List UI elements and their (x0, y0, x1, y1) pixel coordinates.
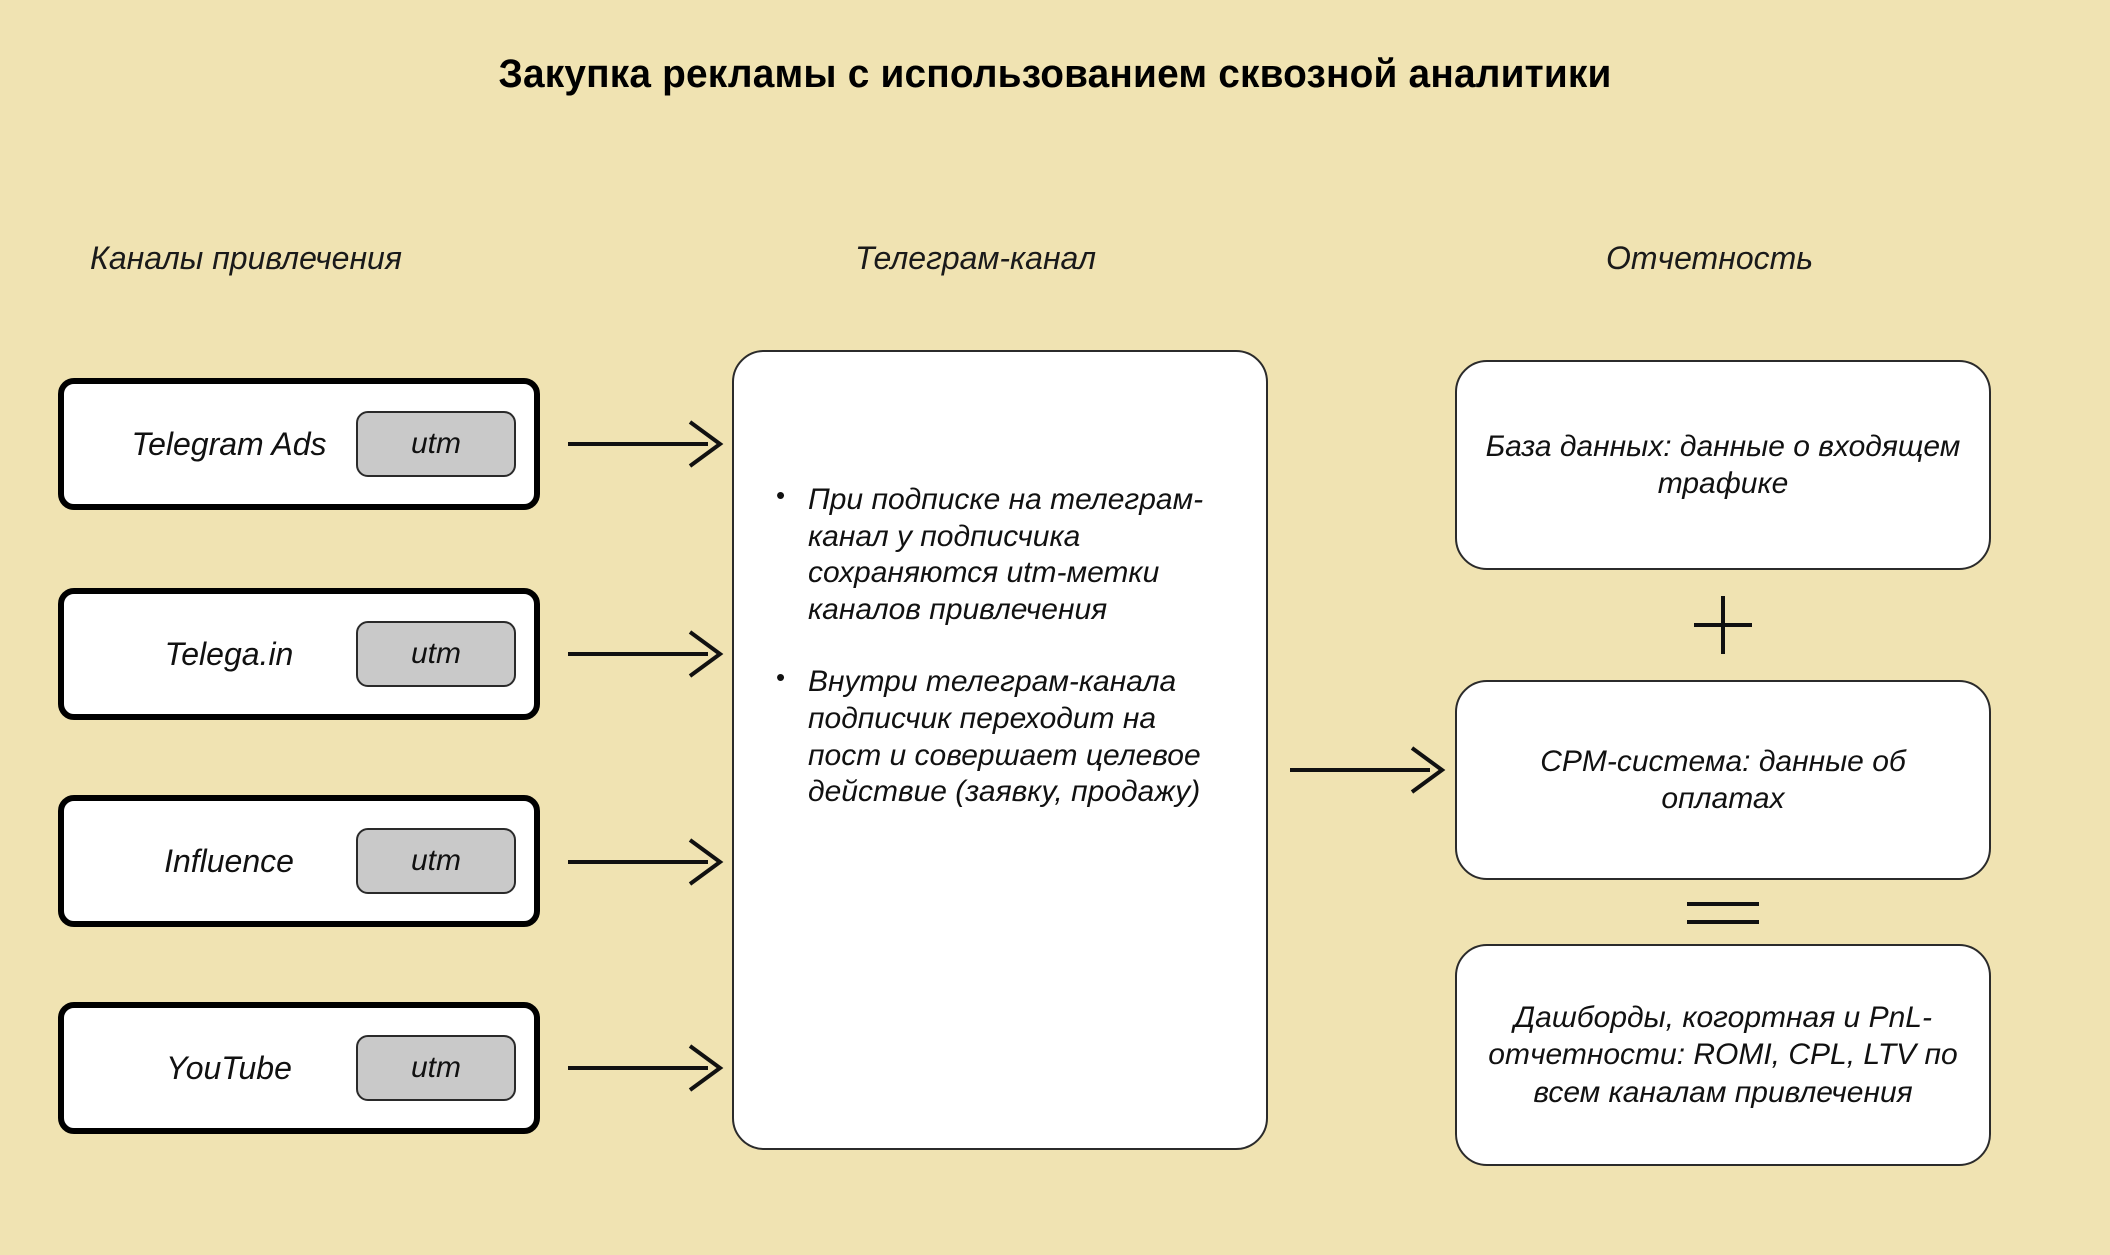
page-title: Закупка рекламы с использованием сквозно… (498, 52, 1612, 96)
channel-box-telega-in[interactable]: Telega.in utm (58, 588, 540, 720)
channel-label: Influence (164, 842, 294, 879)
column-header-telegram: Телеграм-канал (855, 240, 1097, 276)
utm-tag[interactable]: utm (356, 828, 516, 894)
channel-box-telegram-ads[interactable]: Telegram Ads utm (58, 378, 540, 510)
operator-plus (1455, 586, 1991, 664)
channel-box-youtube[interactable]: YouTube utm (58, 1002, 540, 1134)
channel-label: Telegram Ads (131, 425, 327, 462)
report-box-dashboards: Дашборды, когортная и PnL-отчетности: RO… (1455, 944, 1991, 1166)
arrow-right-icon (568, 1036, 728, 1100)
operator-equals (1455, 888, 1991, 938)
column-header-channels: Каналы привлечения (90, 240, 402, 276)
arrow-right-icon (1290, 738, 1450, 802)
list-item: Внутри телеграм-канала подписчик переход… (768, 662, 1236, 810)
channel-label: Telega.in (164, 635, 294, 672)
report-box-crm: CPM-система: данные об оплатах (1455, 680, 1991, 880)
arrow-right-icon (568, 622, 728, 686)
utm-tag[interactable]: utm (356, 621, 516, 687)
channel-label: YouTube (166, 1049, 292, 1086)
list-item: При подписке на телеграм-канал у подписч… (768, 480, 1236, 628)
arrow-right-icon (568, 412, 728, 476)
telegram-channel-box: При подписке на телеграм-канал у подписч… (732, 350, 1268, 1150)
equals-icon (1687, 902, 1759, 924)
plus-icon (1694, 596, 1752, 654)
telegram-bullet-list: При подписке на телеграм-канал у подписч… (768, 480, 1236, 811)
utm-tag[interactable]: utm (356, 1035, 516, 1101)
utm-tag[interactable]: utm (356, 411, 516, 477)
column-header-reporting: Отчетность (1606, 240, 1814, 276)
arrow-right-icon (568, 830, 728, 894)
channel-box-influence[interactable]: Influence utm (58, 795, 540, 927)
report-box-database: База данных: данные о входящем трафике (1455, 360, 1991, 570)
